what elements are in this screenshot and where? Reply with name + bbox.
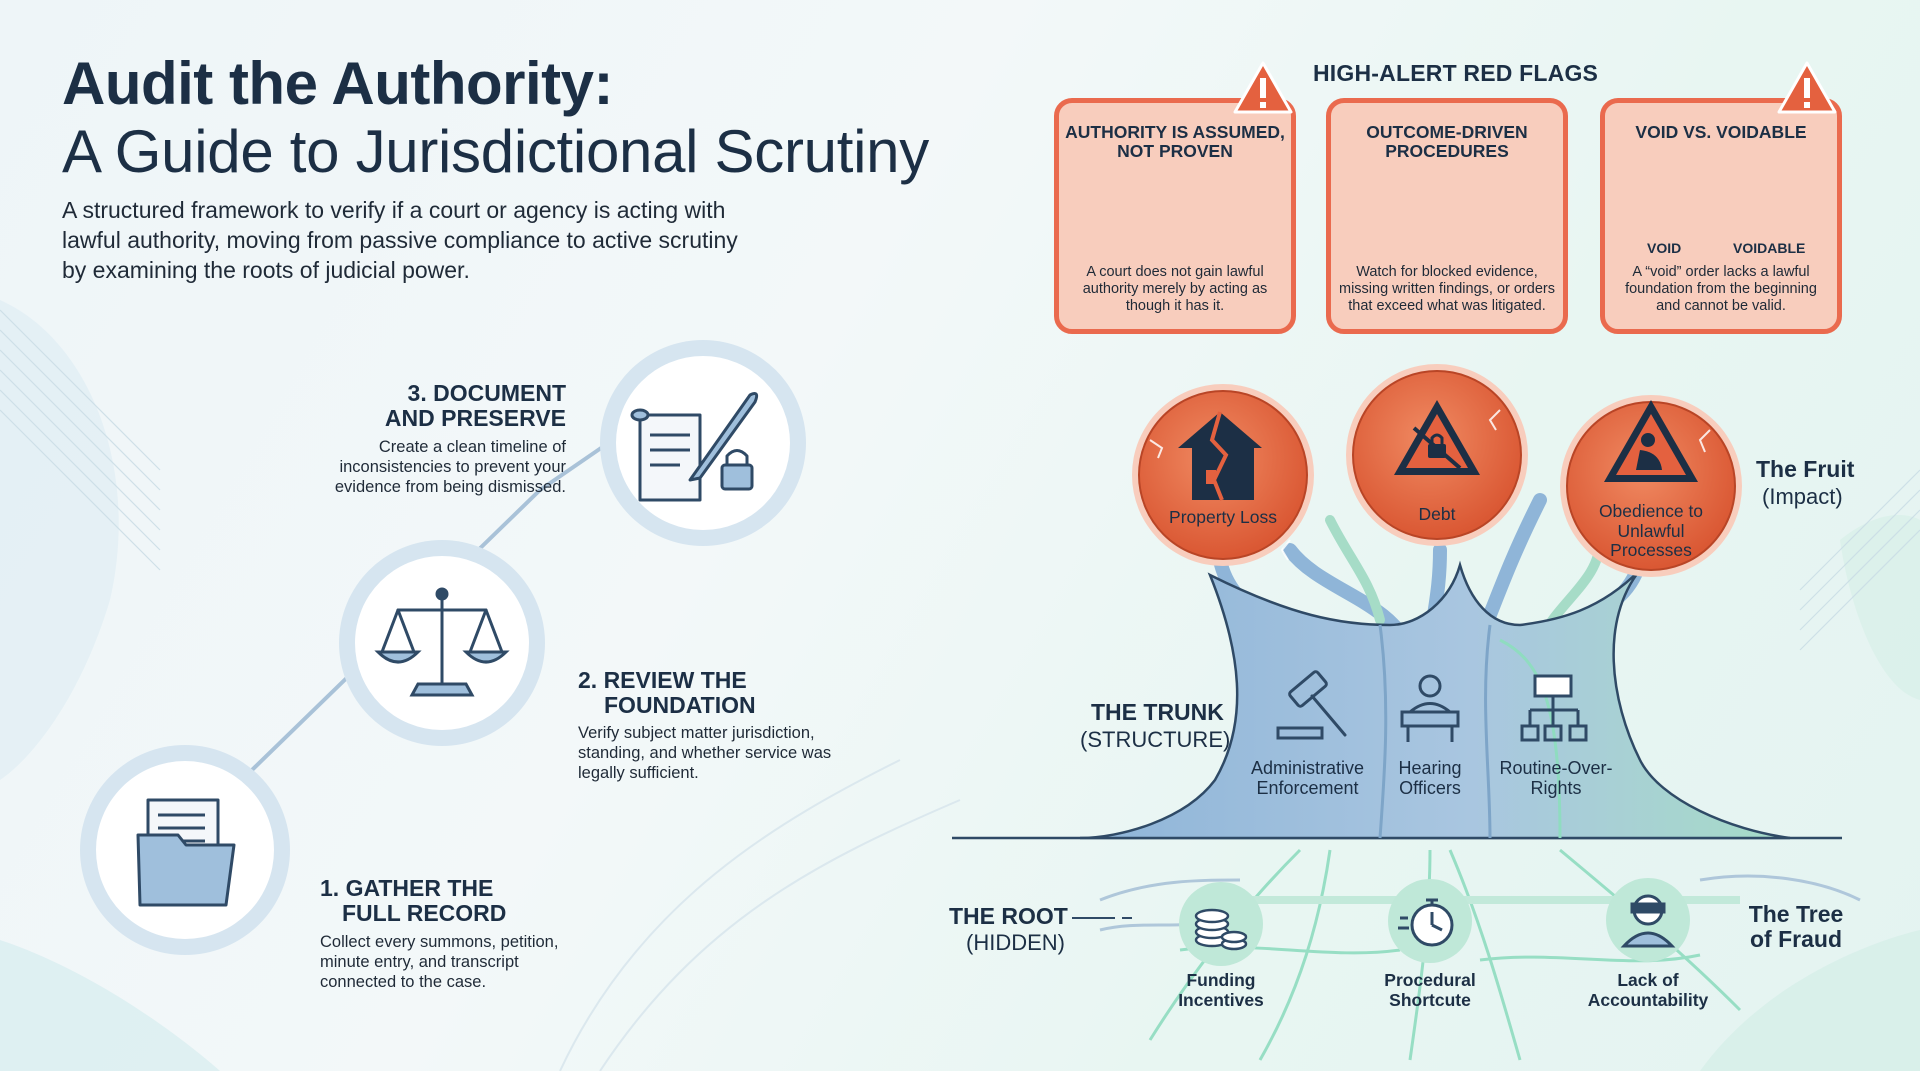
- warning-icon: [1233, 61, 1293, 114]
- fruit-subheading: (Impact): [1762, 484, 1843, 509]
- scroll-quill-lock-icon: [630, 392, 759, 502]
- tree-name-line1: The Tree: [1748, 901, 1844, 927]
- blindfolded-person-icon: [1620, 894, 1676, 948]
- step-3-circle: [600, 340, 806, 546]
- warning-icon: [1777, 61, 1837, 114]
- scales-icon: [374, 587, 510, 697]
- flag-description: Watch for blocked evidence, missing writ…: [1339, 264, 1555, 315]
- stopwatch-icon: [1398, 898, 1454, 947]
- step-3-title-line2: AND PRESERVE: [384, 404, 566, 431]
- broken-house-icon: [1178, 411, 1262, 501]
- tree-name: The Tree of Fraud: [1746, 901, 1846, 953]
- bowing-person-warning-icon: [1604, 400, 1698, 482]
- root-label-funding: Funding Incentives: [1178, 970, 1264, 1010]
- trunk-subheading: (STRUCTURE): [1080, 727, 1231, 752]
- root-label-procedural: Procedural Shortcute: [1384, 970, 1476, 1010]
- flowchart-icon: [1520, 674, 1588, 742]
- flag-card-authority-assumed: AUTHORITY IS ASSUMED, NOT PROVEN A court…: [1054, 98, 1296, 334]
- step-1-title-line1: 1. GATHER THE: [320, 875, 494, 901]
- tree-trunk: [1079, 560, 1791, 840]
- step-3-title: 3. DOCUMENT AND PRESERVE: [330, 381, 566, 431]
- flag-title: AUTHORITY IS ASSUMED, NOT PROVEN: [1065, 122, 1285, 162]
- officer-desk-icon: [1400, 674, 1460, 742]
- tree-name-line2: of Fraud: [1750, 926, 1842, 953]
- step-2-title-line2: FOUNDATION: [604, 691, 756, 718]
- trunk-heading: THE TRUNK: [1091, 699, 1224, 725]
- coins-icon: [1194, 908, 1248, 951]
- page-title: Audit the Authority:: [62, 50, 614, 117]
- step-3-description: Create a clean timeline of inconsistenci…: [334, 438, 566, 497]
- flag-title: OUTCOME-DRIVEN PROCEDURES: [1366, 122, 1528, 162]
- folder-icon: [136, 798, 236, 907]
- root-subheading: (HIDDEN): [966, 930, 1065, 955]
- fruit-label-property-loss: Property Loss: [1169, 507, 1277, 527]
- step-1-description: Collect every summons, petition, minute …: [320, 933, 559, 992]
- voidable-label: VOIDABLE: [1733, 240, 1806, 256]
- chain-lock-warning-icon: [1394, 400, 1480, 475]
- root-heading: THE ROOT: [949, 903, 1068, 929]
- void-label: VOID: [1647, 240, 1682, 256]
- page-subtitle: A Guide to Jurisdictional Scrutiny: [62, 118, 929, 185]
- flag-description: A “void” order lacks a lawful foundation…: [1625, 264, 1817, 315]
- root-label-accountability: Lack of Accountability: [1587, 970, 1709, 1010]
- fruit-obedience: [1560, 395, 1742, 577]
- fruit-heading: The Fruit: [1756, 456, 1855, 482]
- trunk-label-routine: Routine-Over-Rights: [1499, 758, 1613, 799]
- trunk-label-administrative: Administrative Enforcement: [1250, 758, 1365, 799]
- red-flags-heading: HIGH-ALERT RED FLAGS: [1313, 60, 1599, 86]
- flag-description: A court does not gain lawful authority m…: [1082, 264, 1268, 315]
- flag-title: VOID VS. VOIDABLE: [1635, 122, 1807, 142]
- step-2-title: 2. REVIEW THE FOUNDATION: [578, 668, 756, 718]
- flag-card-outcome-driven: OUTCOME-DRIVEN PROCEDURES Watch for bloc…: [1326, 98, 1568, 334]
- step-3-title-line1: 3. DOCUMENT: [407, 380, 566, 406]
- fruit-label-obedience: Obedience to Unlawful Processes: [1598, 501, 1704, 561]
- step-2-title-line1: 2. REVIEW THE: [578, 667, 747, 693]
- trunk-label-hearing-officers: Hearing Officers: [1398, 758, 1462, 799]
- fruit-label-debt: Debt: [1418, 504, 1456, 524]
- title-block: Audit the Authority: A Guide to Jurisdic…: [62, 52, 1022, 185]
- step-2-description: Verify subject matter jurisdiction, stan…: [578, 724, 832, 783]
- flag-card-void-voidable: VOID VS. VOIDABLE VOID VOIDABLE A “void”…: [1600, 98, 1842, 334]
- step-1-title-line2: FULL RECORD: [342, 899, 507, 926]
- intro-text: A structured framework to verify if a co…: [62, 197, 738, 283]
- step-1-title: 1. GATHER THE FULL RECORD: [320, 876, 506, 926]
- gavel-icon: [1276, 670, 1347, 740]
